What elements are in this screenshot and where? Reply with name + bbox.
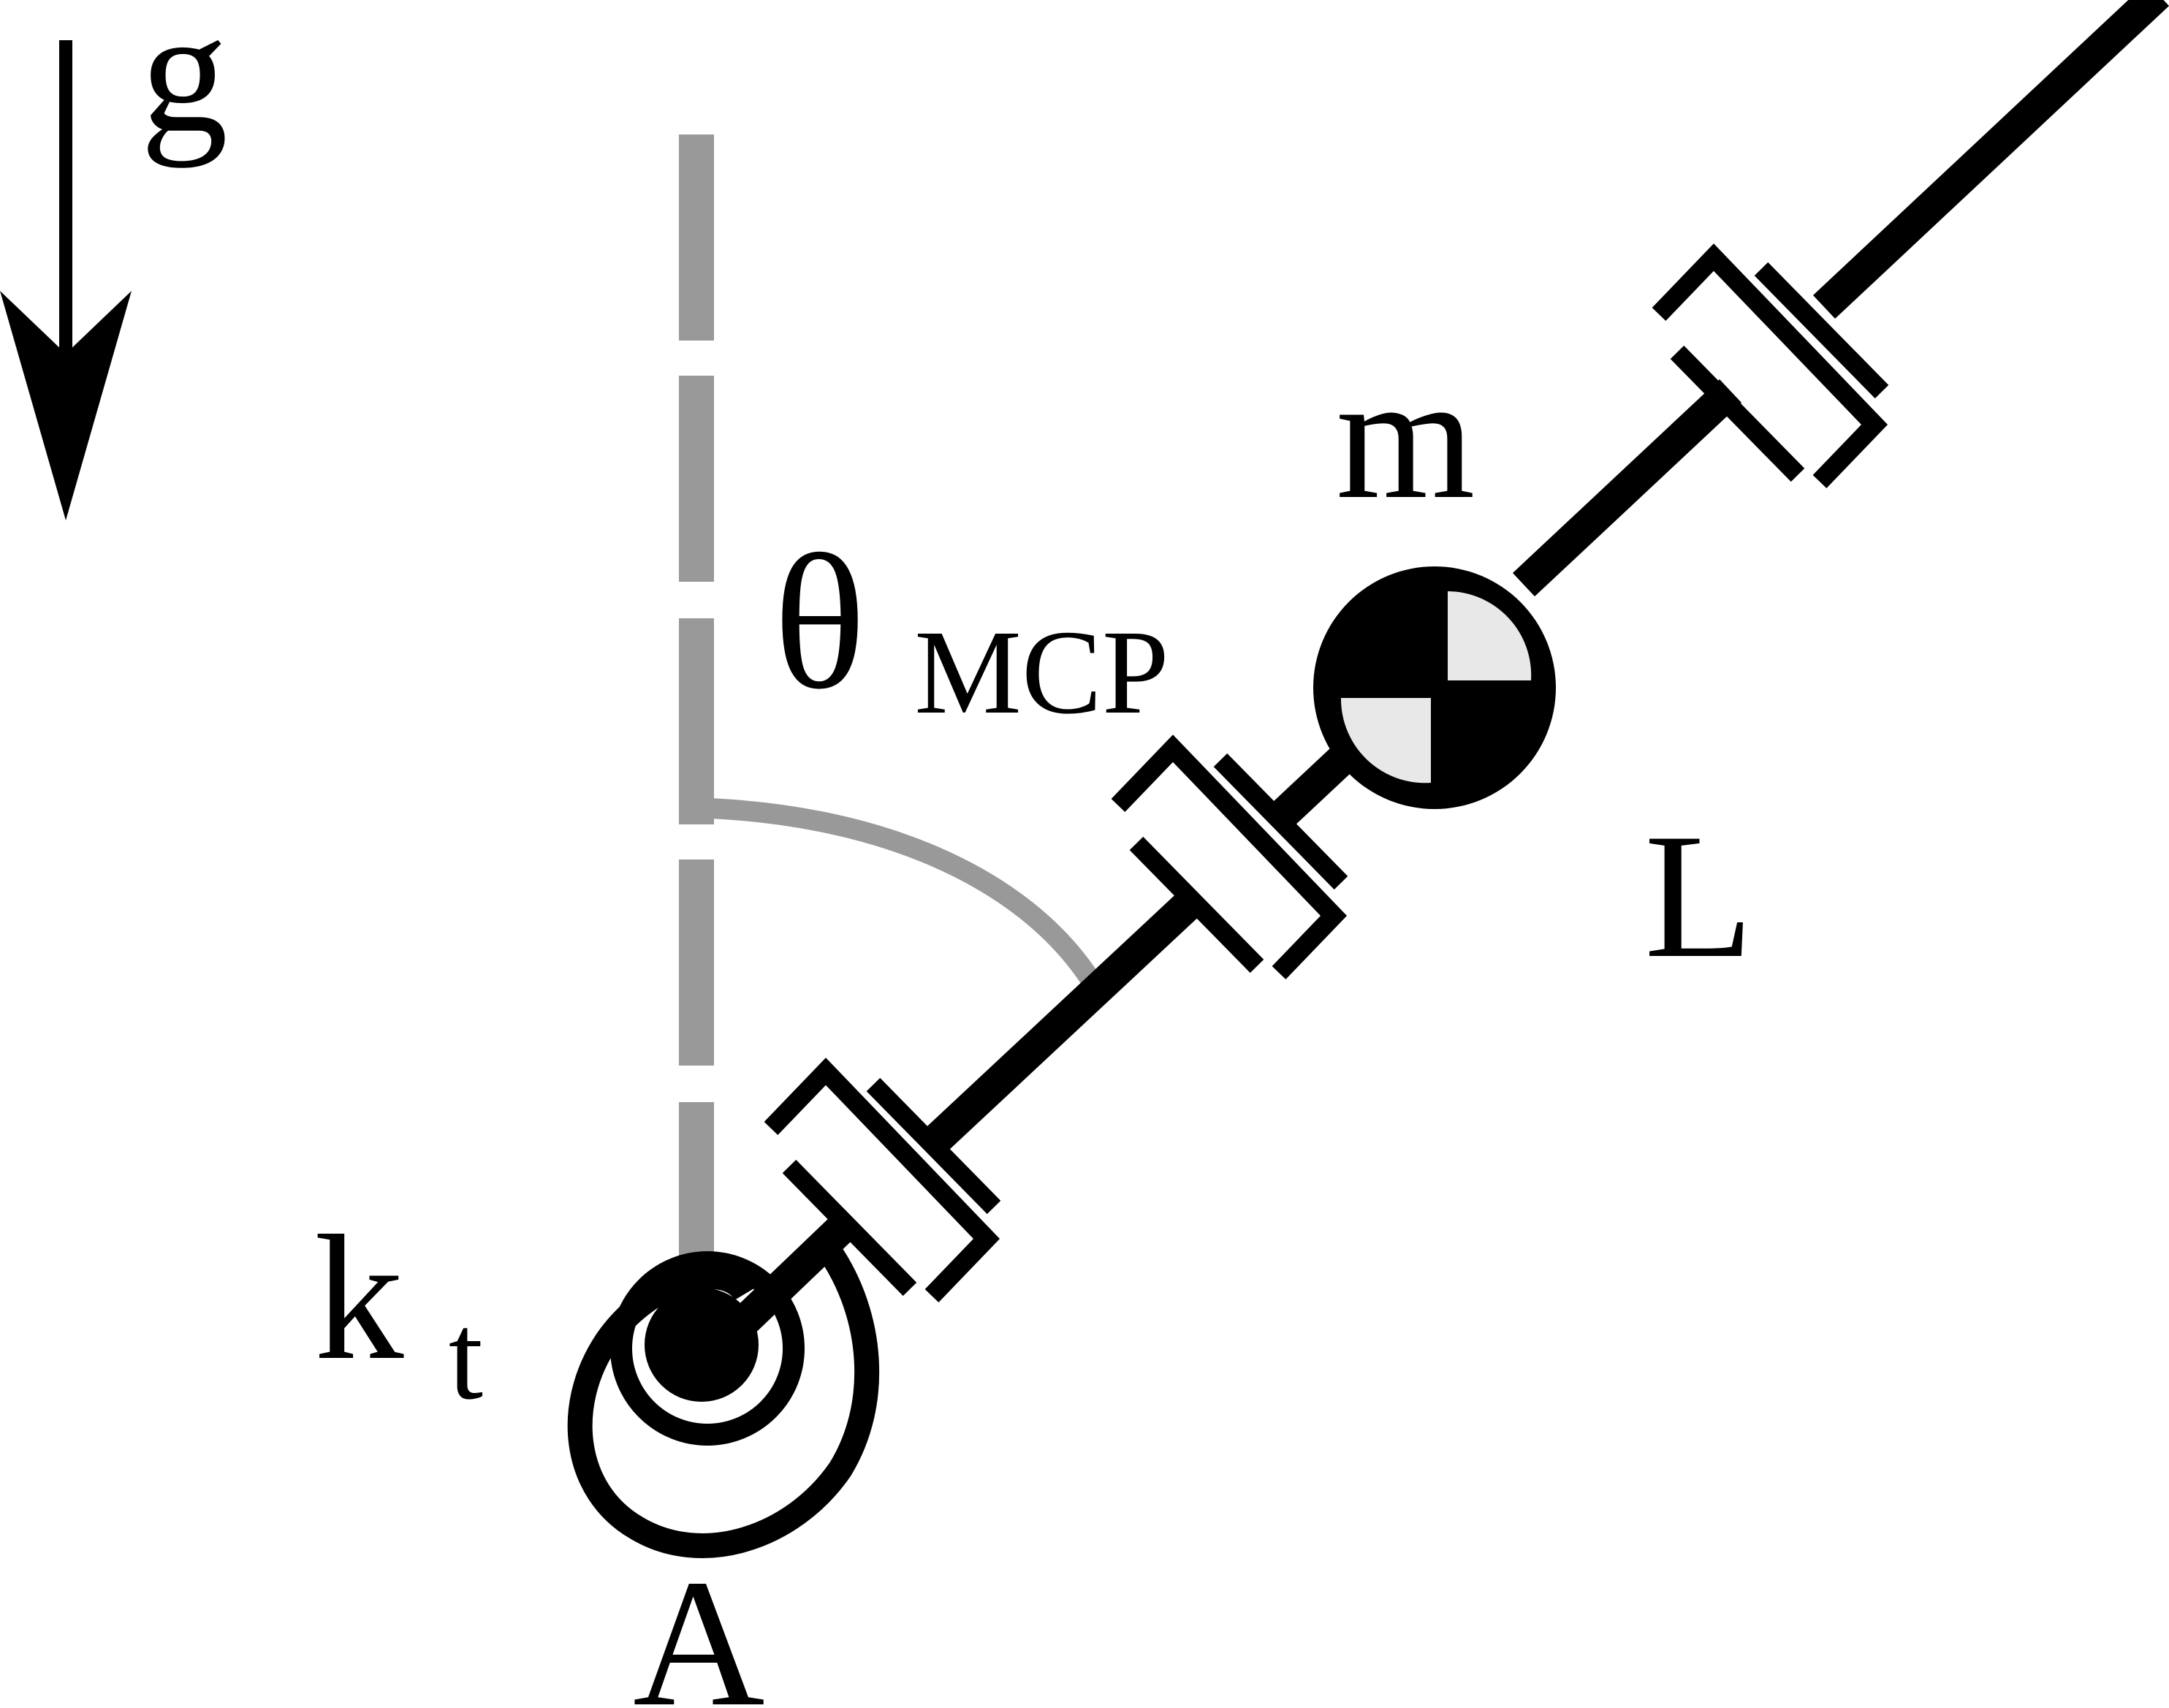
gravity-label: g: [140, 0, 228, 168]
reference-dash: [679, 618, 714, 824]
spring-label: k t: [314, 1199, 483, 1425]
angle-symbol: θ: [773, 515, 866, 729]
angle-subscript: MCP: [914, 605, 1169, 739]
spring-subscript: t: [449, 1288, 483, 1425]
angle-arc: [679, 797, 1099, 985]
length-label: L: [1644, 797, 1754, 995]
vertical-reference-line: [679, 134, 714, 1256]
rod-segment: [1812, 0, 2169, 319]
reference-dash: [679, 1102, 714, 1256]
angle-label: θ MCP: [773, 515, 1169, 739]
reference-dash: [679, 859, 714, 1066]
center-of-mass-icon: [1313, 566, 1556, 809]
rod-segment: [1512, 379, 1742, 597]
pivot-joint-icon: [610, 1251, 805, 1446]
down-arrow-icon: [0, 291, 132, 520]
spring-symbol: k: [314, 1199, 404, 1397]
pivot-label: A: [633, 1542, 765, 1708]
break-marker-icon: [764, 243, 1889, 1303]
mass-label: m: [1336, 338, 1475, 536]
reference-dash: [679, 134, 714, 341]
gravity-arrow: [0, 40, 132, 520]
rod-segment: [916, 888, 1204, 1160]
reference-dash: [679, 376, 714, 582]
